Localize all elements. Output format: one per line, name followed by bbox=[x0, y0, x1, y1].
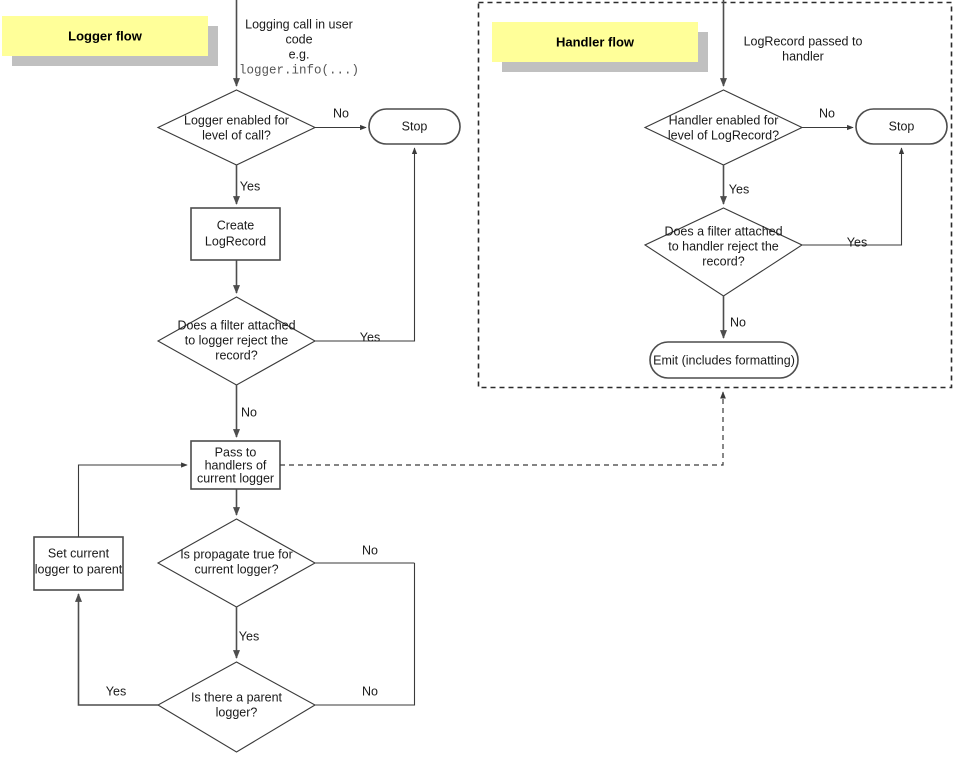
edge-label-logger-enabled-no: No bbox=[333, 106, 349, 120]
logger-entry-caption-line2: code bbox=[285, 32, 312, 46]
node-handler-filter-line3: record? bbox=[702, 254, 744, 268]
node-handler-filter-line2: to handler reject the bbox=[668, 239, 779, 253]
edge-label-parent-yes: Yes bbox=[106, 684, 126, 698]
edge-label-logger-enabled-yes: Yes bbox=[240, 179, 260, 193]
handler-flow-label-box bbox=[492, 22, 698, 62]
edge-pass-to-handler-flow bbox=[280, 391, 726, 466]
edge-parent-yes bbox=[74, 593, 158, 706]
edge-label-handler-enabled-no: No bbox=[819, 106, 835, 120]
node-logger-filter-line2: to logger reject the bbox=[185, 333, 289, 347]
node-is-propagate-line2: current logger? bbox=[194, 562, 278, 576]
node-handler-filter-line1: Does a filter attached bbox=[664, 224, 782, 238]
edge-label-logger-filter-no: No bbox=[241, 405, 257, 419]
node-is-there-parent-line2: logger? bbox=[216, 705, 258, 719]
node-create-logrecord-line1: Create bbox=[217, 218, 255, 232]
node-stop-handler-label: Stop bbox=[889, 119, 915, 133]
node-pass-to-handlers-line1: Pass to bbox=[215, 445, 257, 459]
edge-label-logger-filter-yes: Yes bbox=[360, 330, 380, 344]
node-set-current-logger bbox=[33, 536, 124, 591]
edge-parent-no bbox=[315, 563, 416, 706]
handler-flow-title: Handler flow bbox=[556, 34, 635, 49]
handler-entry-caption-line1: LogRecord passed to bbox=[744, 34, 863, 48]
node-handler-enabled-line2: level of LogRecord? bbox=[668, 128, 779, 142]
node-is-there-parent bbox=[156, 661, 317, 753]
node-pass-to-handlers bbox=[190, 440, 281, 490]
node-set-current-logger-line1: Set current bbox=[48, 546, 110, 560]
edge-label-handler-enabled-yes: Yes bbox=[729, 182, 749, 196]
node-logger-filter-line3: record? bbox=[215, 348, 257, 362]
node-logger-filter-line1: Does a filter attached bbox=[177, 318, 295, 332]
edge-label-handler-filter-no: No bbox=[730, 315, 746, 329]
node-is-propagate-line1: Is propagate true for bbox=[180, 547, 293, 561]
node-emit-label: Emit (includes formatting) bbox=[653, 353, 795, 367]
node-create-logrecord-line2: LogRecord bbox=[205, 234, 266, 248]
node-stop-logger-label: Stop bbox=[402, 119, 428, 133]
node-is-there-parent-line1: Is there a parent bbox=[191, 690, 283, 704]
handler-entry-caption-line2: handler bbox=[782, 49, 824, 63]
handler-flow-region bbox=[477, 1, 953, 389]
logger-flow-label-box bbox=[2, 16, 208, 56]
edge-handler-filter-yes bbox=[802, 147, 905, 246]
node-create-logrecord bbox=[190, 207, 281, 261]
node-set-current-logger-line2: logger to parent bbox=[35, 562, 123, 576]
node-stop-logger bbox=[368, 108, 461, 145]
node-stop-handler bbox=[855, 108, 948, 145]
edge-set-current-to-pass bbox=[77, 462, 188, 537]
node-emit bbox=[649, 341, 799, 379]
node-logger-enabled-line2: level of call? bbox=[202, 128, 271, 142]
node-handler-enabled-line1: Handler enabled for bbox=[669, 113, 779, 127]
logger-flow-title: Logger flow bbox=[68, 28, 143, 43]
node-pass-to-handlers-line3: current logger bbox=[197, 471, 274, 485]
logger-entry-caption-code: logger.info(...) bbox=[239, 63, 359, 77]
logger-entry-caption-line3: e.g. bbox=[289, 47, 310, 61]
edge-label-propagate-yes: Yes bbox=[239, 629, 259, 643]
node-pass-to-handlers-line2: handlers of bbox=[205, 458, 267, 472]
node-logger-enabled-line1: Logger enabled for bbox=[184, 113, 289, 127]
edge-logger-filter-yes bbox=[315, 147, 418, 342]
logger-entry-caption-line1: Logging call in user bbox=[245, 17, 353, 31]
edge-label-handler-filter-yes: Yes bbox=[847, 235, 867, 249]
edge-label-propagate-no: No bbox=[362, 543, 378, 557]
edge-label-parent-no: No bbox=[362, 684, 378, 698]
